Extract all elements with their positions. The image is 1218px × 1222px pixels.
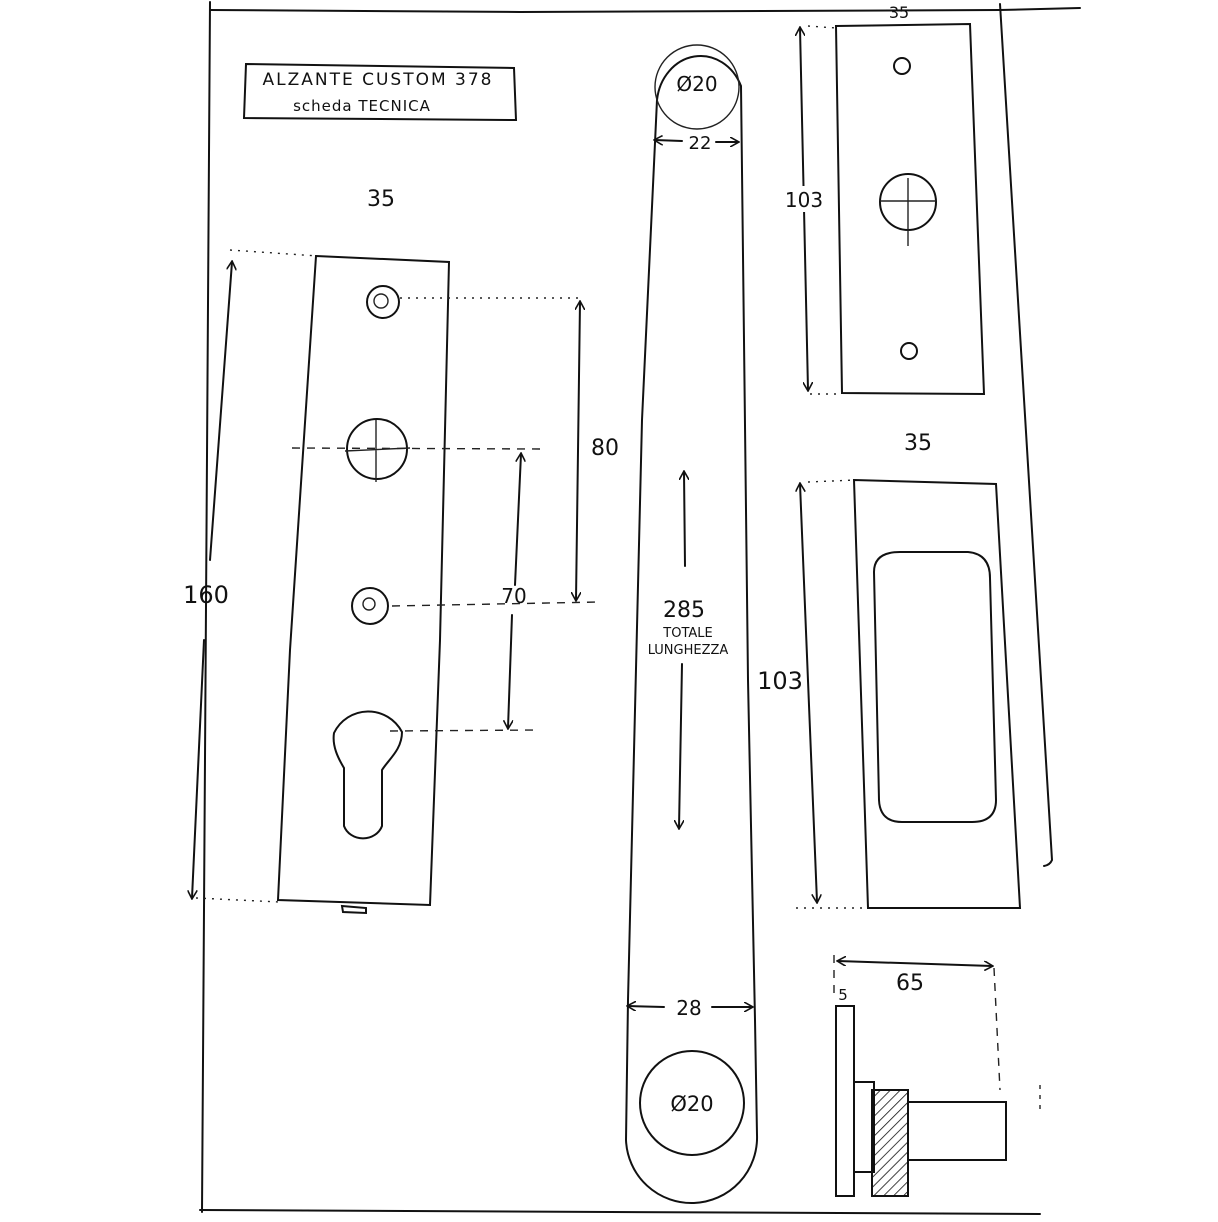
left-plate-width-label: 35 — [367, 187, 395, 212]
left-backplate: 35 160 80 70 — [183, 187, 619, 915]
pocket-plate-height-label: 103 — [757, 667, 803, 695]
title-block: ALZANTE CUSTOM 378 scheda TECNICA — [242, 62, 518, 122]
total-length-caption-2: LUNGHEZZA — [648, 643, 729, 658]
side-view: 5 65 — [833, 955, 1007, 1197]
plate-thickness-label: 5 — [838, 986, 848, 1004]
top-width-label: 22 — [689, 133, 712, 154]
title-line-2: scheda TECNICA — [293, 97, 431, 115]
spindle-hole — [346, 418, 408, 480]
top-right-height-label: 103 — [785, 188, 823, 212]
left-plate-height-label: 160 — [183, 581, 229, 609]
cylinder-cutout — [332, 710, 404, 840]
paper-border — [199, 1, 1081, 1215]
spacing-70-label: 70 — [501, 584, 526, 608]
bottom-diameter-label: Ø20 — [670, 1092, 713, 1116]
lever-handle: Ø20 22 285 TOTALE LUNGHEZZA 28 Ø20 — [624, 44, 759, 1205]
screw-hole-middle — [351, 587, 389, 625]
pocket-plate-width-label: 35 — [904, 431, 932, 456]
top-diameter-label: Ø20 — [676, 72, 717, 96]
pocket-plate: 35 103 — [757, 431, 1022, 909]
total-length-caption-1: TOTALE — [662, 626, 712, 641]
title-line-1: ALZANTE CUSTOM 378 — [262, 70, 493, 90]
top-right-plate: 35 103 — [782, 3, 986, 396]
screw-hole-top — [366, 285, 400, 319]
spacing-80-label: 80 — [591, 436, 619, 461]
depth-label: 65 — [896, 971, 924, 996]
bottom-rose — [639, 1050, 745, 1156]
top-right-width-label: 35 — [889, 3, 909, 22]
bottom-width-label: 28 — [676, 996, 701, 1020]
total-length-value: 285 — [663, 598, 705, 623]
